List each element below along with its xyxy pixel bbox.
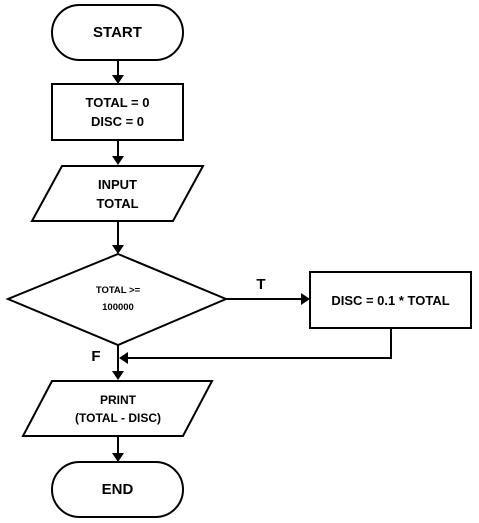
false-branch-label: F [91,347,101,365]
decision-diamond [5,252,229,347]
discount-process-box [309,271,472,329]
print-parallelogram [21,380,214,437]
arrowhead-init [112,75,124,84]
arrowhead-end [112,453,124,462]
start-terminator [51,4,184,61]
connector-discount-merge [127,328,392,359]
arrowhead-input [112,156,124,165]
input-parallelogram [30,165,205,222]
discount-label: DISC = 0.1 * TOTAL [331,292,450,308]
end-label: END [101,481,134,498]
init-label: TOTAL = 0 DISC = 0 [85,95,150,129]
arrowhead-decision [112,245,124,254]
arrowhead-print [112,371,124,380]
start-label: START [93,24,142,41]
arrowhead-discount [301,293,310,305]
input-label: INPUT TOTAL [96,176,139,211]
end-terminator [51,461,184,518]
decision-label: TOTAL >= 100000 [95,285,141,313]
arrowhead-merge [119,352,128,364]
true-branch-label: T [256,275,266,293]
print-label: PRINT (TOTAL - DISC) [75,392,161,425]
init-process-box [51,83,184,141]
